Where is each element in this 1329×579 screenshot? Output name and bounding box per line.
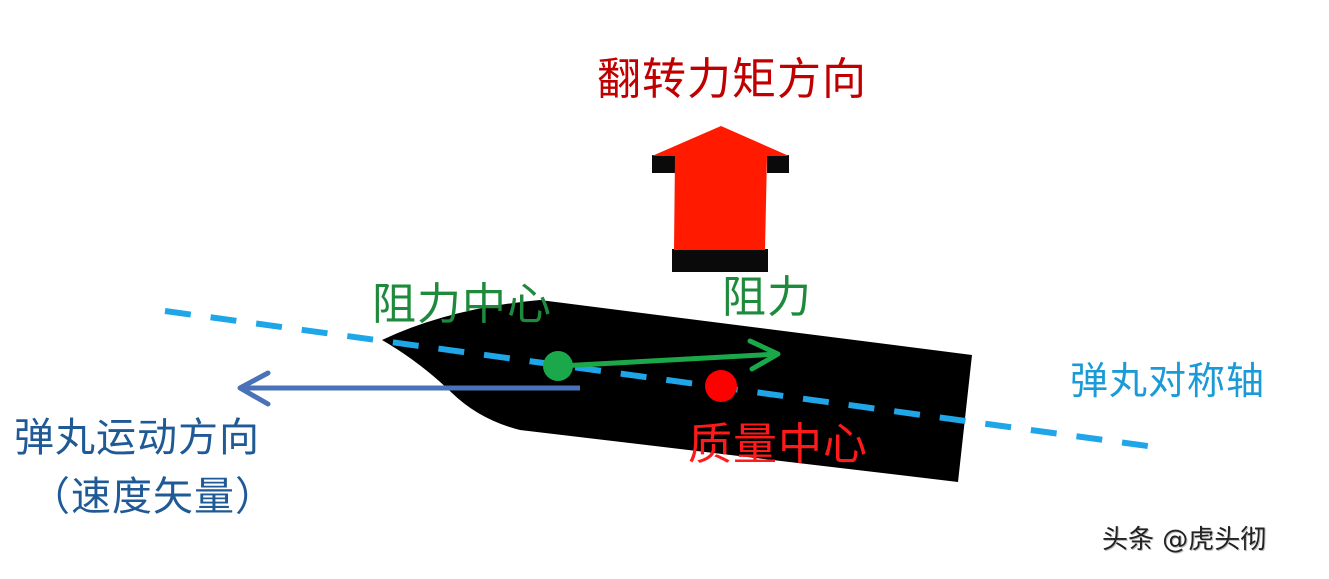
drag-force-label: 阻力 — [722, 272, 812, 323]
velocity-vector-label: （速度矢量） — [30, 474, 276, 520]
watermark-text: 头条 @虎头彻 — [1102, 525, 1267, 555]
symmetry-axis-label: 弹丸对称轴 — [1070, 359, 1266, 403]
projectile-body — [382, 300, 972, 482]
torque-direction-arrow-icon — [652, 126, 789, 272]
symmetry-axis-line — [164, 308, 1163, 451]
center-of-mass-dot — [705, 370, 737, 402]
torque-direction-title: 翻转力矩方向 — [597, 54, 867, 105]
velocity-arrow-icon — [237, 370, 580, 407]
center-of-pressure-label: 阻力中心 — [372, 279, 552, 330]
drag-force-arrow-icon — [559, 338, 781, 372]
center-of-pressure-dot — [543, 351, 573, 381]
motion-direction-label: 弹丸运动方向 — [14, 415, 260, 461]
center-of-mass-label: 质量中心 — [688, 419, 868, 470]
